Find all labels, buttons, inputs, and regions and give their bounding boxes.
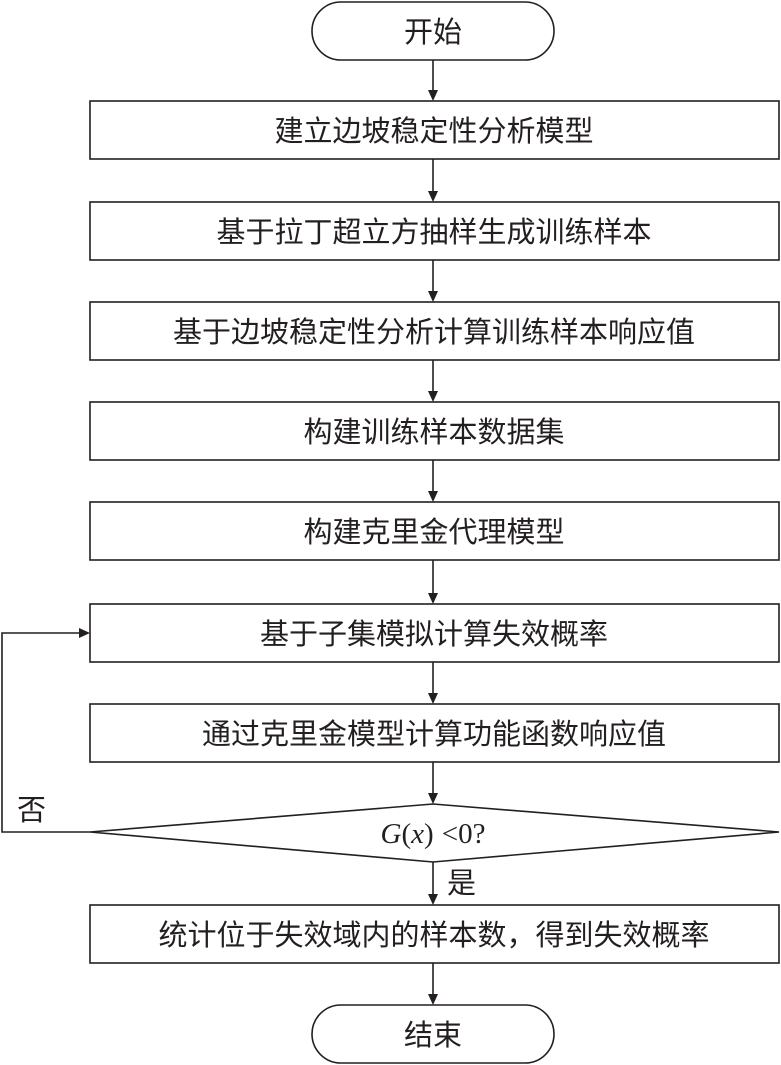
step-compute-response-label: 基于边坡稳定性分析计算训练样本响应值 [173, 315, 695, 349]
no-loop-connector [1, 632, 90, 833]
end-label: 结束 [404, 1018, 462, 1052]
arrowhead-step5 [428, 491, 438, 502]
step-build-model [89, 100, 780, 160]
step-kriging-model-label: 构建克里金代理模型 [303, 515, 564, 549]
arrowhead-step6 [428, 593, 438, 604]
arrowhead-end [428, 994, 438, 1005]
step-build-dataset-label: 构建训练样本数据集 [303, 415, 564, 449]
yes-label: 是 [447, 866, 476, 900]
arrowhead-step4 [428, 391, 438, 402]
end-terminal [311, 1004, 555, 1064]
step-subset-simulation-label: 基于子集模拟计算失效概率 [260, 617, 608, 651]
step-performance-function-label: 通过克里金模型计算功能函数响应值 [202, 717, 666, 751]
decision-x: x [410, 818, 424, 850]
start-label: 开始 [404, 15, 462, 49]
arrowhead-step2 [428, 191, 438, 202]
step-build-dataset [89, 401, 780, 461]
decision-condition: G(x)<0? [381, 818, 486, 850]
decision-diamond [89, 803, 780, 863]
decision-paren-close: ) [424, 818, 434, 850]
no-label: 否 [17, 793, 46, 827]
arrowhead-step7 [428, 693, 438, 704]
decision-rest: <0? [442, 818, 486, 850]
arrowhead-no-loop [79, 628, 90, 638]
step-kriging-model [89, 501, 780, 561]
step-count-failures-label: 统计位于失效域内的样本数，得到失效概率 [158, 918, 709, 952]
decision-paren-open: ( [402, 818, 412, 850]
step-count-failures [89, 904, 780, 964]
arrowhead-step1 [428, 90, 438, 101]
arrowhead-final [428, 894, 438, 905]
step-compute-response [89, 301, 780, 361]
step-subset-simulation [89, 603, 780, 663]
step-lhs-sampling-label: 基于拉丁超立方抽样生成训练样本 [216, 215, 651, 249]
arrowhead-step3 [428, 291, 438, 302]
decision-g: G [381, 818, 402, 850]
step-performance-function [89, 703, 780, 763]
step-lhs-sampling [89, 201, 780, 261]
arrowhead-decision [428, 793, 438, 804]
step-build-model-label: 建立边坡稳定性分析模型 [274, 114, 593, 148]
